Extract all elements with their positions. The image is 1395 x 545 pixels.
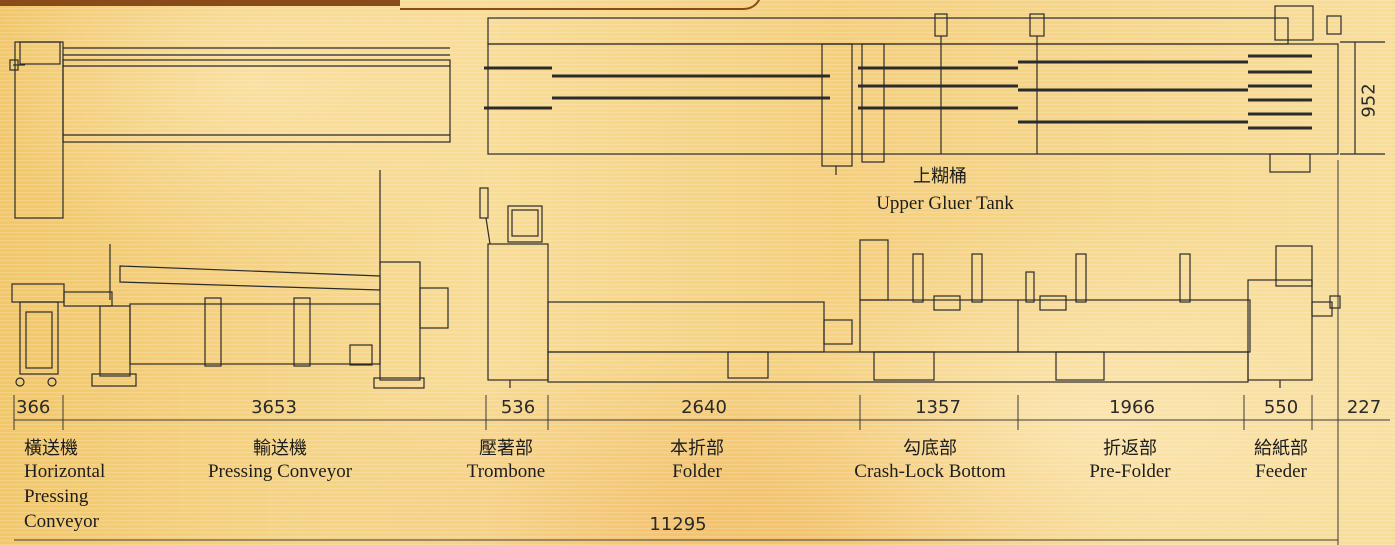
section-prefolder-zh: 折返部: [1103, 438, 1157, 459]
top-bar: [0, 0, 400, 6]
section-horizontal-zh: 橫送機: [24, 438, 78, 459]
feeder-side: [1247, 279, 1313, 381]
section-trombone-zh: 壓著部: [479, 438, 533, 459]
dimension-lines: [13, 160, 1390, 545]
height-dimension: 952: [1358, 83, 1380, 118]
horizontal-conveyor-plan: [14, 41, 64, 219]
glue-tank-plan: [821, 43, 853, 167]
section-folder-zh: 本折部: [670, 438, 724, 459]
pressing-conveyor-upper-belt: [119, 265, 381, 291]
plan-view: [9, 5, 1385, 219]
dim-366: 366: [16, 397, 51, 418]
section-feeder-en: Feeder: [1255, 461, 1307, 482]
section-prefolder-en: Pre-Folder: [1089, 461, 1171, 482]
dim-536: 536: [500, 397, 536, 418]
dim-1966: 1966: [1109, 397, 1155, 418]
section-crashlock-en: Crash-Lock Bottom: [854, 461, 1006, 482]
section-trombone-en: Trombone: [466, 461, 546, 482]
total-length: 11295: [649, 514, 707, 535]
section-pressing-zh: 輸送機: [253, 438, 307, 459]
pressing-conveyor-plan: [62, 59, 451, 143]
section-horizontal-en-2: Pressing: [24, 486, 89, 507]
dim-2640: 2640: [681, 397, 727, 418]
trombone-side: [487, 243, 549, 381]
machine-plan-body: [487, 43, 1339, 155]
side-view: [11, 170, 1341, 389]
folder-side: [547, 301, 825, 353]
upper-tank-label-en: Upper Gluer Tank: [876, 193, 1014, 214]
control-monitor: [507, 205, 543, 243]
horizontal-conveyor-side: [11, 283, 65, 303]
dim-550: 550: [1263, 397, 1299, 418]
section-crashlock-zh: 勾底部: [903, 438, 957, 459]
section-feeder-zh: 給紙部: [1254, 438, 1308, 459]
upper-tank-label-zh: 上糊桶: [913, 166, 967, 187]
crash-lock-prefolder-side: [859, 299, 1251, 353]
dim-3653: 3653: [251, 397, 297, 418]
machine-top-frame: [487, 17, 1289, 45]
section-horizontal-en-3: Conveyor: [24, 511, 99, 532]
dim-1357: 1357: [915, 397, 961, 418]
section-horizontal-en-1: Horizontal: [24, 461, 106, 482]
dim-227: 227: [1346, 397, 1382, 418]
section-pressing-en: Pressing Conveyor: [207, 461, 353, 482]
section-folder-en: Folder: [672, 461, 722, 482]
